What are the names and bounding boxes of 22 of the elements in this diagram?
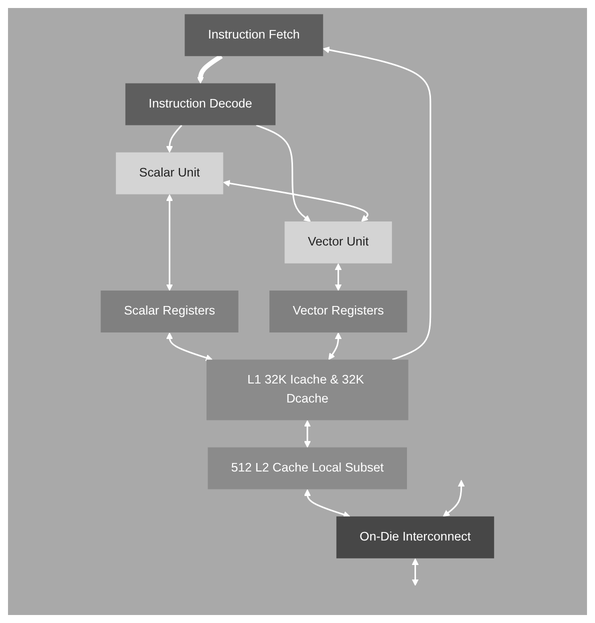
arrow (412, 558, 419, 586)
node-box: Vector Registers (270, 290, 408, 332)
arrow (304, 489, 350, 518)
arrow (304, 420, 311, 448)
arrow (334, 263, 342, 291)
arrow (166, 194, 174, 291)
arrow (328, 332, 342, 360)
node-box: Instruction Fetch (184, 14, 324, 56)
arrow (256, 124, 311, 222)
arrow (166, 332, 213, 361)
arrow (166, 124, 182, 153)
arrow (322, 46, 432, 360)
node-box: On-Die Interconnect (336, 516, 494, 558)
node-box: Instruction Decode (125, 83, 276, 126)
node-box: 512 L2 Cache Local Subset (208, 447, 408, 490)
arrow (442, 480, 465, 517)
arrow (197, 54, 223, 84)
node-box: Vector Unit (284, 221, 392, 264)
node-box: Scalar Unit (116, 152, 224, 194)
arrow (223, 180, 369, 222)
node-box: Scalar Registers (100, 290, 238, 332)
node-box: L1 32K Icache & 32K Dcache (206, 360, 408, 420)
